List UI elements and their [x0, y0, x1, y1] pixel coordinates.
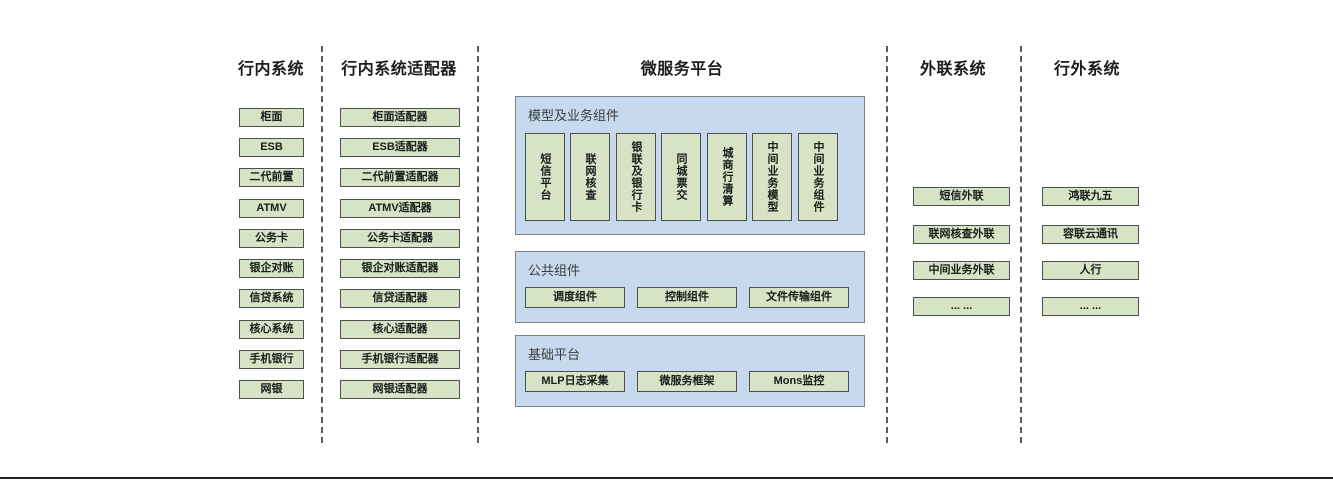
node-common-component[interactable]: 文件传输组件 — [749, 287, 849, 308]
node-internal-adapter[interactable]: ESB适配器 — [340, 138, 460, 157]
node-internal-system[interactable]: 信贷系统 — [239, 289, 304, 308]
node-base-platform-component[interactable]: Mons监控 — [749, 371, 849, 392]
node-internal-adapter[interactable]: 信贷适配器 — [340, 289, 460, 308]
node-internal-system[interactable]: 银企对账 — [239, 259, 304, 278]
node-model-component[interactable]: 同城票交 — [661, 133, 701, 221]
node-internal-adapter[interactable]: 公务卡适配器 — [340, 229, 460, 248]
node-internal-system[interactable]: ESB — [239, 138, 304, 157]
node-external-link-system[interactable]: 短信外联 — [913, 187, 1010, 206]
node-internal-system[interactable]: 公务卡 — [239, 229, 304, 248]
panel-label-common-components: 公共组件 — [528, 263, 581, 278]
page-bottom-rule — [0, 477, 1333, 479]
node-model-component[interactable]: 城商行清算 — [707, 133, 747, 221]
node-internal-adapter[interactable]: 柜面适配器 — [340, 108, 460, 127]
column-title-microservice-platform: 微服务平台 — [640, 61, 724, 78]
divider-1 — [321, 46, 323, 443]
node-internal-system[interactable]: ATMV — [239, 199, 304, 218]
node-outside-bank-system[interactable]: 鸿联九五 — [1042, 187, 1139, 206]
column-title-external-link-systems: 外联系统 — [919, 61, 986, 78]
node-common-component[interactable]: 调度组件 — [525, 287, 625, 308]
column-title-internal-adapters: 行内系统适配器 — [341, 61, 457, 78]
panel-label-base-platform: 基础平台 — [528, 347, 581, 362]
divider-3 — [886, 46, 888, 443]
node-internal-adapter[interactable]: 银企对账适配器 — [340, 259, 460, 278]
node-outside-bank-system[interactable]: 人行 — [1042, 261, 1139, 280]
node-internal-adapter[interactable]: ATMV适配器 — [340, 199, 460, 218]
node-model-component[interactable]: 中间业务组件 — [798, 133, 838, 221]
node-external-link-system[interactable]: ... ... — [913, 297, 1010, 316]
node-outside-bank-system[interactable]: ... ... — [1042, 297, 1139, 316]
node-internal-system[interactable]: 网银 — [239, 380, 304, 399]
node-internal-adapter[interactable]: 手机银行适配器 — [340, 350, 460, 369]
node-base-platform-component[interactable]: MLP日志采集 — [525, 371, 625, 392]
node-internal-system[interactable]: 手机银行 — [239, 350, 304, 369]
divider-2 — [477, 46, 479, 443]
node-model-component[interactable]: 银联及银行卡 — [616, 133, 656, 221]
column-title-outside-bank-systems: 行外系统 — [1053, 61, 1120, 78]
node-external-link-system[interactable]: 联网核查外联 — [913, 225, 1010, 244]
node-base-platform-component[interactable]: 微服务框架 — [637, 371, 737, 392]
node-outside-bank-system[interactable]: 容联云通讯 — [1042, 225, 1139, 244]
node-internal-adapter[interactable]: 网银适配器 — [340, 380, 460, 399]
node-external-link-system[interactable]: 中间业务外联 — [913, 261, 1010, 280]
node-internal-system[interactable]: 柜面 — [239, 108, 304, 127]
node-common-component[interactable]: 控制组件 — [637, 287, 737, 308]
node-internal-adapter[interactable]: 核心适配器 — [340, 320, 460, 339]
panel-label-model-business-components: 模型及业务组件 — [528, 108, 620, 123]
divider-4 — [1020, 46, 1022, 443]
node-internal-system[interactable]: 核心系统 — [239, 320, 304, 339]
node-model-component[interactable]: 中间业务模型 — [752, 133, 792, 221]
node-internal-adapter[interactable]: 二代前置适配器 — [340, 168, 460, 187]
node-internal-system[interactable]: 二代前置 — [239, 168, 304, 187]
node-model-component[interactable]: 联网核查 — [570, 133, 610, 221]
column-title-internal-systems: 行内系统 — [237, 61, 304, 78]
node-model-component[interactable]: 短信平台 — [525, 133, 565, 221]
